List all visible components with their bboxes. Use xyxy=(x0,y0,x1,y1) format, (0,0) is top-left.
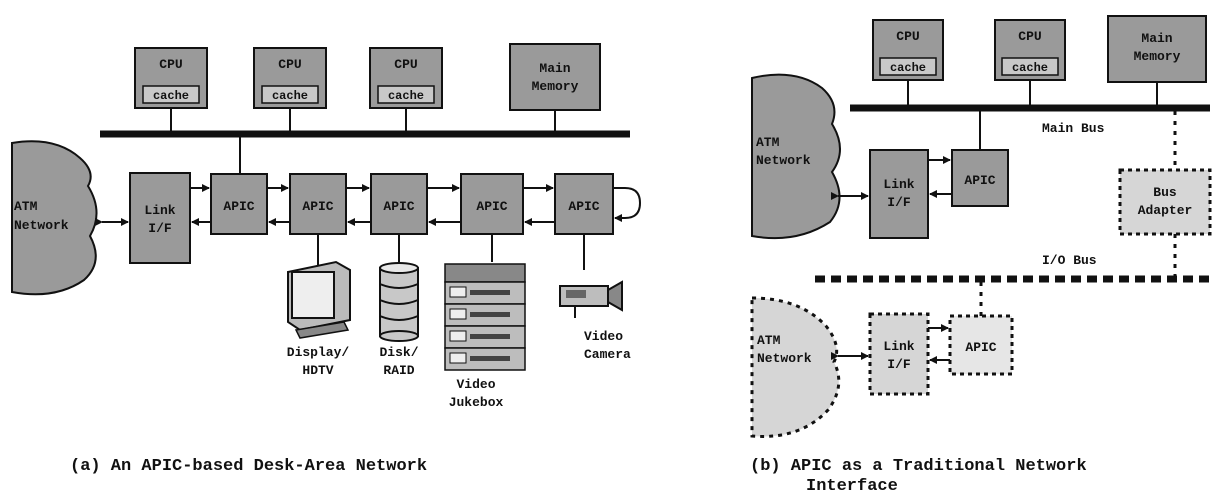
apic-ring-arrows-a xyxy=(190,184,642,226)
cpu-label: CPU xyxy=(159,57,182,72)
apic-box-a5: APIC xyxy=(554,173,614,235)
disk-raid-icon xyxy=(379,262,419,342)
apic-box-a1: APIC xyxy=(210,173,268,235)
link-label-line1: Link xyxy=(883,339,914,354)
link-label-line2: I/F xyxy=(148,221,172,236)
link-label-line1: Link xyxy=(144,203,175,218)
main-memory-box-a: Main Memory xyxy=(509,43,601,131)
network-label-line2: Network xyxy=(757,351,812,366)
apic-label: APIC xyxy=(223,199,254,214)
video-jukebox-icon xyxy=(444,263,526,371)
atm-network-cloud-a: ATM Network xyxy=(11,140,98,296)
device-label-line2: RAID xyxy=(383,363,414,378)
caption-a: (a) An APIC-based Desk-Area Network xyxy=(70,457,427,476)
link-interface-box-b-bottom: Link I/F xyxy=(868,312,930,396)
memory-label-line2: Memory xyxy=(532,79,579,94)
apic-box-a2: APIC xyxy=(289,173,347,235)
adapter-label-line2: Adapter xyxy=(1138,203,1193,218)
cpu-label: CPU xyxy=(278,57,301,72)
device-label-line2: Jukebox xyxy=(449,395,504,410)
cpu-label: CPU xyxy=(896,29,919,44)
panel-b: Main Bus CPU cache CPU cache Main Memory xyxy=(750,15,1212,496)
cpu-box-a2: CPU cache xyxy=(253,47,327,131)
device-drops-a xyxy=(317,234,585,270)
cpu-box-a1: CPU cache xyxy=(134,47,208,131)
memory-label-line1: Main xyxy=(1141,31,1172,46)
apic-label: APIC xyxy=(476,199,507,214)
device-label-line2: HDTV xyxy=(302,363,333,378)
apic-label: APIC xyxy=(964,173,995,188)
cache-label: cache xyxy=(1012,61,1048,75)
apic-box-a3: APIC xyxy=(370,173,428,235)
device-label-line2: Camera xyxy=(584,347,631,362)
network-label-line2: Network xyxy=(756,153,811,168)
cache-label: cache xyxy=(272,89,308,103)
cpu-box-b2: CPU cache xyxy=(994,19,1066,105)
panel-a: CPU cache CPU cache CPU cache Main Memor… xyxy=(11,43,642,476)
link-apic-arrows-b-top xyxy=(928,156,952,198)
cpu-box-a3: CPU cache xyxy=(369,47,443,131)
network-label-line1: ATM xyxy=(757,333,781,348)
apic-label: APIC xyxy=(302,199,333,214)
link-interface-box-a: Link I/F xyxy=(129,172,191,264)
atm-network-cloud-b-top: ATM Network xyxy=(751,73,841,240)
apic-label: APIC xyxy=(965,340,996,355)
device-label-line1: Display/ xyxy=(287,345,350,360)
cpu-label: CPU xyxy=(1018,29,1041,44)
main-memory-box-b: Main Memory xyxy=(1107,15,1207,105)
network-label-line1: ATM xyxy=(756,135,780,150)
display-monitor-icon xyxy=(287,260,351,339)
atm-network-cloud-b-bottom: ATM Network xyxy=(750,296,841,438)
apic-box-b-top: APIC xyxy=(951,111,1009,207)
main-bus-label: Main Bus xyxy=(1042,121,1105,136)
cache-label: cache xyxy=(890,61,926,75)
cache-label: cache xyxy=(153,89,189,103)
network-label-line1: ATM xyxy=(14,199,38,214)
link-interface-box-b-top: Link I/F xyxy=(869,149,929,239)
bus-adapter-box: Bus Adapter xyxy=(1118,168,1212,236)
cache-label: cache xyxy=(388,89,424,103)
caption-b-line2: Interface xyxy=(806,477,898,496)
adapter-label-line1: Bus xyxy=(1153,185,1177,200)
apic-label: APIC xyxy=(383,199,414,214)
link-label-line2: I/F xyxy=(887,195,911,210)
video-camera-icon xyxy=(559,280,623,318)
device-label-line1: Disk/ xyxy=(379,345,418,360)
device-label-line1: Video xyxy=(584,329,623,344)
link-apic-arrows-b-bottom xyxy=(928,324,950,364)
apic-box-b-bottom: APIC xyxy=(948,282,1014,376)
cpu-label: CPU xyxy=(394,57,417,72)
link-label-line2: I/F xyxy=(887,357,911,372)
network-label-line2: Network xyxy=(14,218,69,233)
memory-label-line1: Main xyxy=(539,61,570,76)
io-bus-label: I/O Bus xyxy=(1042,253,1097,268)
cpu-box-b1: CPU cache xyxy=(872,19,944,105)
apic-box-a4: APIC xyxy=(460,173,524,235)
device-label-line1: Video xyxy=(456,377,495,392)
memory-label-line2: Memory xyxy=(1134,49,1181,64)
caption-b-line1: (b) APIC as a Traditional Network xyxy=(750,457,1087,476)
apic-label: APIC xyxy=(568,199,599,214)
link-label-line1: Link xyxy=(883,177,914,192)
